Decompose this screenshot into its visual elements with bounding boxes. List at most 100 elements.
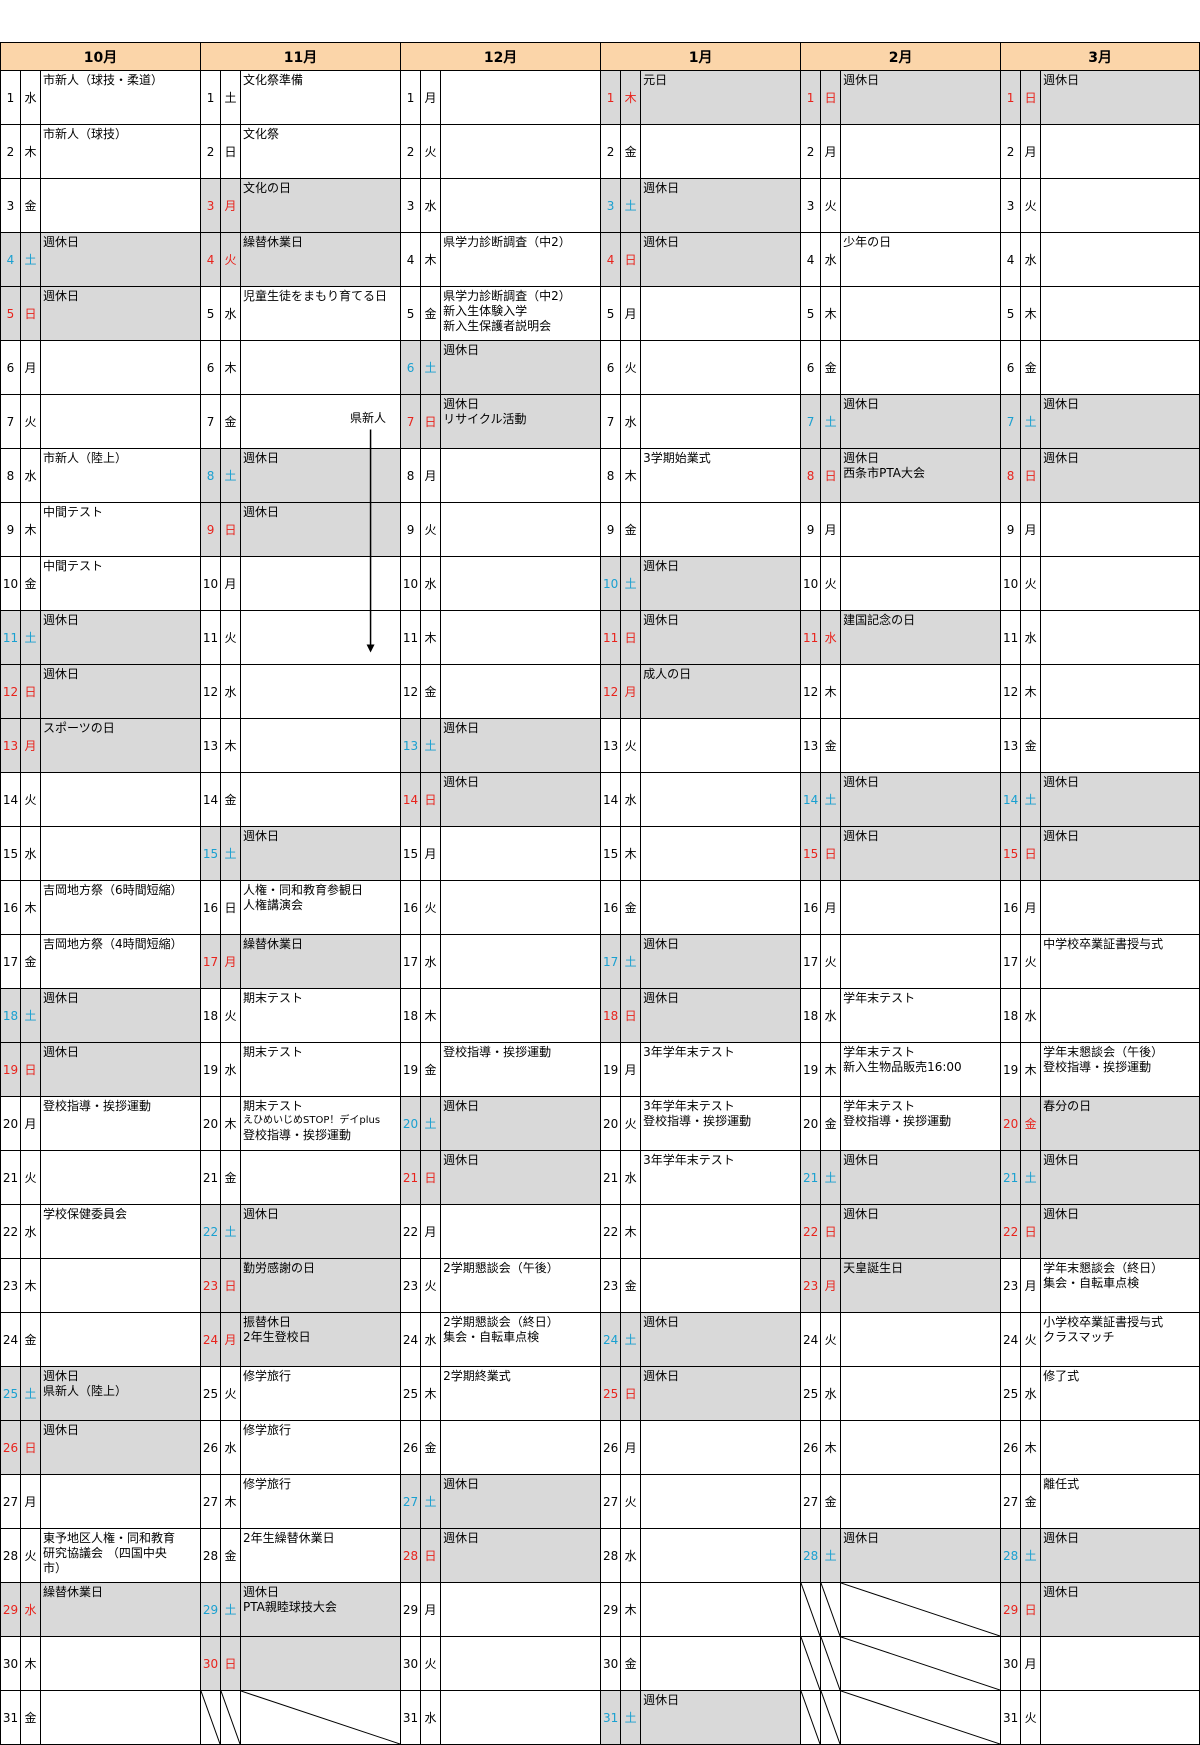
day-number: 3 — [200, 178, 222, 233]
day-number: 29 — [600, 1582, 622, 1637]
day-of-week: 木 — [620, 1582, 642, 1637]
event-text: 人権・同和教育参観日 — [243, 883, 364, 897]
event-cell: 週休日 — [840, 1204, 1002, 1259]
event-cell: 東予地区人権・同和教育研究協議会 （四国中央市） — [39, 1528, 202, 1583]
day-number: 9 — [400, 502, 422, 557]
event-cell — [440, 610, 602, 665]
day-number: 22 — [800, 1204, 822, 1259]
event-text: 週休日 — [643, 937, 680, 951]
event-cell — [440, 448, 602, 503]
day-of-week: 月 — [820, 502, 842, 557]
event-cell: 週休日 — [440, 718, 602, 773]
day-number: 14 — [400, 772, 422, 827]
month-header: 11月 — [200, 42, 402, 71]
day-number: 5 — [800, 286, 822, 341]
day-number: 24 — [1000, 1312, 1022, 1367]
event-cell: 週休日 — [39, 988, 202, 1043]
day-of-week: 水 — [420, 1312, 442, 1367]
day-of-week: 火 — [20, 772, 41, 827]
event-cell: 期末テスト — [240, 1042, 402, 1097]
event-cell — [1040, 340, 1200, 395]
day-number: 22 — [1000, 1204, 1022, 1259]
day-of-week: 金 — [20, 1690, 41, 1745]
day-of-week: 月 — [620, 1420, 642, 1475]
event-cell: 期末テスト — [240, 988, 402, 1043]
day-number: 26 — [0, 1420, 21, 1475]
day-of-week: 金 — [420, 664, 442, 719]
event-cell — [640, 1636, 802, 1691]
day-of-week: 土 — [420, 718, 442, 773]
event-text: 研究協議会 （四国中央 — [43, 1546, 167, 1560]
day-number: 3 — [400, 178, 422, 233]
event-cell — [440, 826, 602, 881]
day-number: 12 — [400, 664, 422, 719]
day-number: 6 — [0, 340, 21, 395]
day-of-week: 火 — [20, 1528, 41, 1583]
event-cell — [240, 664, 402, 719]
day-number: 19 — [200, 1042, 222, 1097]
event-text: 週休日 — [243, 829, 280, 843]
event-cell: 繰替休業日 — [240, 232, 402, 287]
day-of-week: 水 — [420, 178, 442, 233]
day-number: 21 — [0, 1150, 21, 1205]
event-text: 成人の日 — [643, 667, 692, 681]
day-number: 25 — [200, 1366, 222, 1421]
day-number: 14 — [0, 772, 21, 827]
event-cell — [440, 988, 602, 1043]
event-cell: 週休日県新人（陸上） — [39, 1366, 202, 1421]
day-of-week: 火 — [1020, 1690, 1042, 1745]
event-text: 登校指導・挨拶運動 — [243, 1128, 352, 1142]
day-of-week: 月 — [420, 448, 442, 503]
day-number: 19 — [600, 1042, 622, 1097]
event-cell: 県学力診断調査（中2） — [440, 232, 602, 287]
day-number: 22 — [200, 1204, 222, 1259]
day-of-week: 日 — [820, 1204, 842, 1259]
day-number: 10 — [400, 556, 422, 611]
day-number: 16 — [0, 880, 21, 935]
event-text: 中間テスト — [43, 559, 104, 573]
day-of-week: 火 — [220, 232, 242, 287]
day-number: 25 — [0, 1366, 21, 1421]
day-of-week: 土 — [620, 934, 642, 989]
event-text: 学年末懇談会（午後） — [1043, 1045, 1164, 1059]
event-cell: 週休日 — [39, 232, 202, 287]
day-of-week: 日 — [220, 1636, 242, 1691]
day-number: 30 — [200, 1636, 222, 1691]
day-number: 15 — [0, 826, 21, 881]
day-number: 6 — [400, 340, 422, 395]
event-cell — [440, 664, 602, 719]
day-number: 20 — [800, 1096, 822, 1151]
event-cell — [640, 772, 802, 827]
event-text: 週休日 — [843, 1153, 880, 1167]
day-number: 3 — [600, 178, 622, 233]
day-number: 14 — [800, 772, 822, 827]
event-cell — [39, 1312, 202, 1367]
day-number: 15 — [1000, 826, 1022, 881]
day-of-week: 金 — [820, 340, 842, 395]
day-of-week: 金 — [20, 1312, 41, 1367]
event-text: 勤労感謝の日 — [243, 1261, 316, 1275]
day-of-week: 土 — [820, 772, 842, 827]
day-number: 26 — [800, 1420, 822, 1475]
event-cell — [39, 1690, 202, 1745]
event-cell: 3年学年末テスト登校指導・挨拶運動 — [640, 1096, 802, 1151]
event-text: 週休日 — [243, 505, 280, 519]
day-of-week: 木 — [20, 880, 41, 935]
event-cell: 週休日 — [440, 1528, 602, 1583]
day-number: 4 — [200, 232, 222, 287]
event-cell — [240, 772, 402, 827]
day-of-week: 木 — [20, 124, 41, 179]
event-cell — [640, 286, 802, 341]
event-text: 中学校卒業証書授与式 — [1043, 937, 1164, 951]
event-cell: 登校指導・挨拶運動 — [440, 1042, 602, 1097]
day-of-week: 月 — [1020, 880, 1042, 935]
day-number: 27 — [800, 1474, 822, 1529]
event-cell — [1040, 880, 1200, 935]
event-cell: 週休日 — [240, 826, 402, 881]
day-of-week: 水 — [820, 232, 842, 287]
